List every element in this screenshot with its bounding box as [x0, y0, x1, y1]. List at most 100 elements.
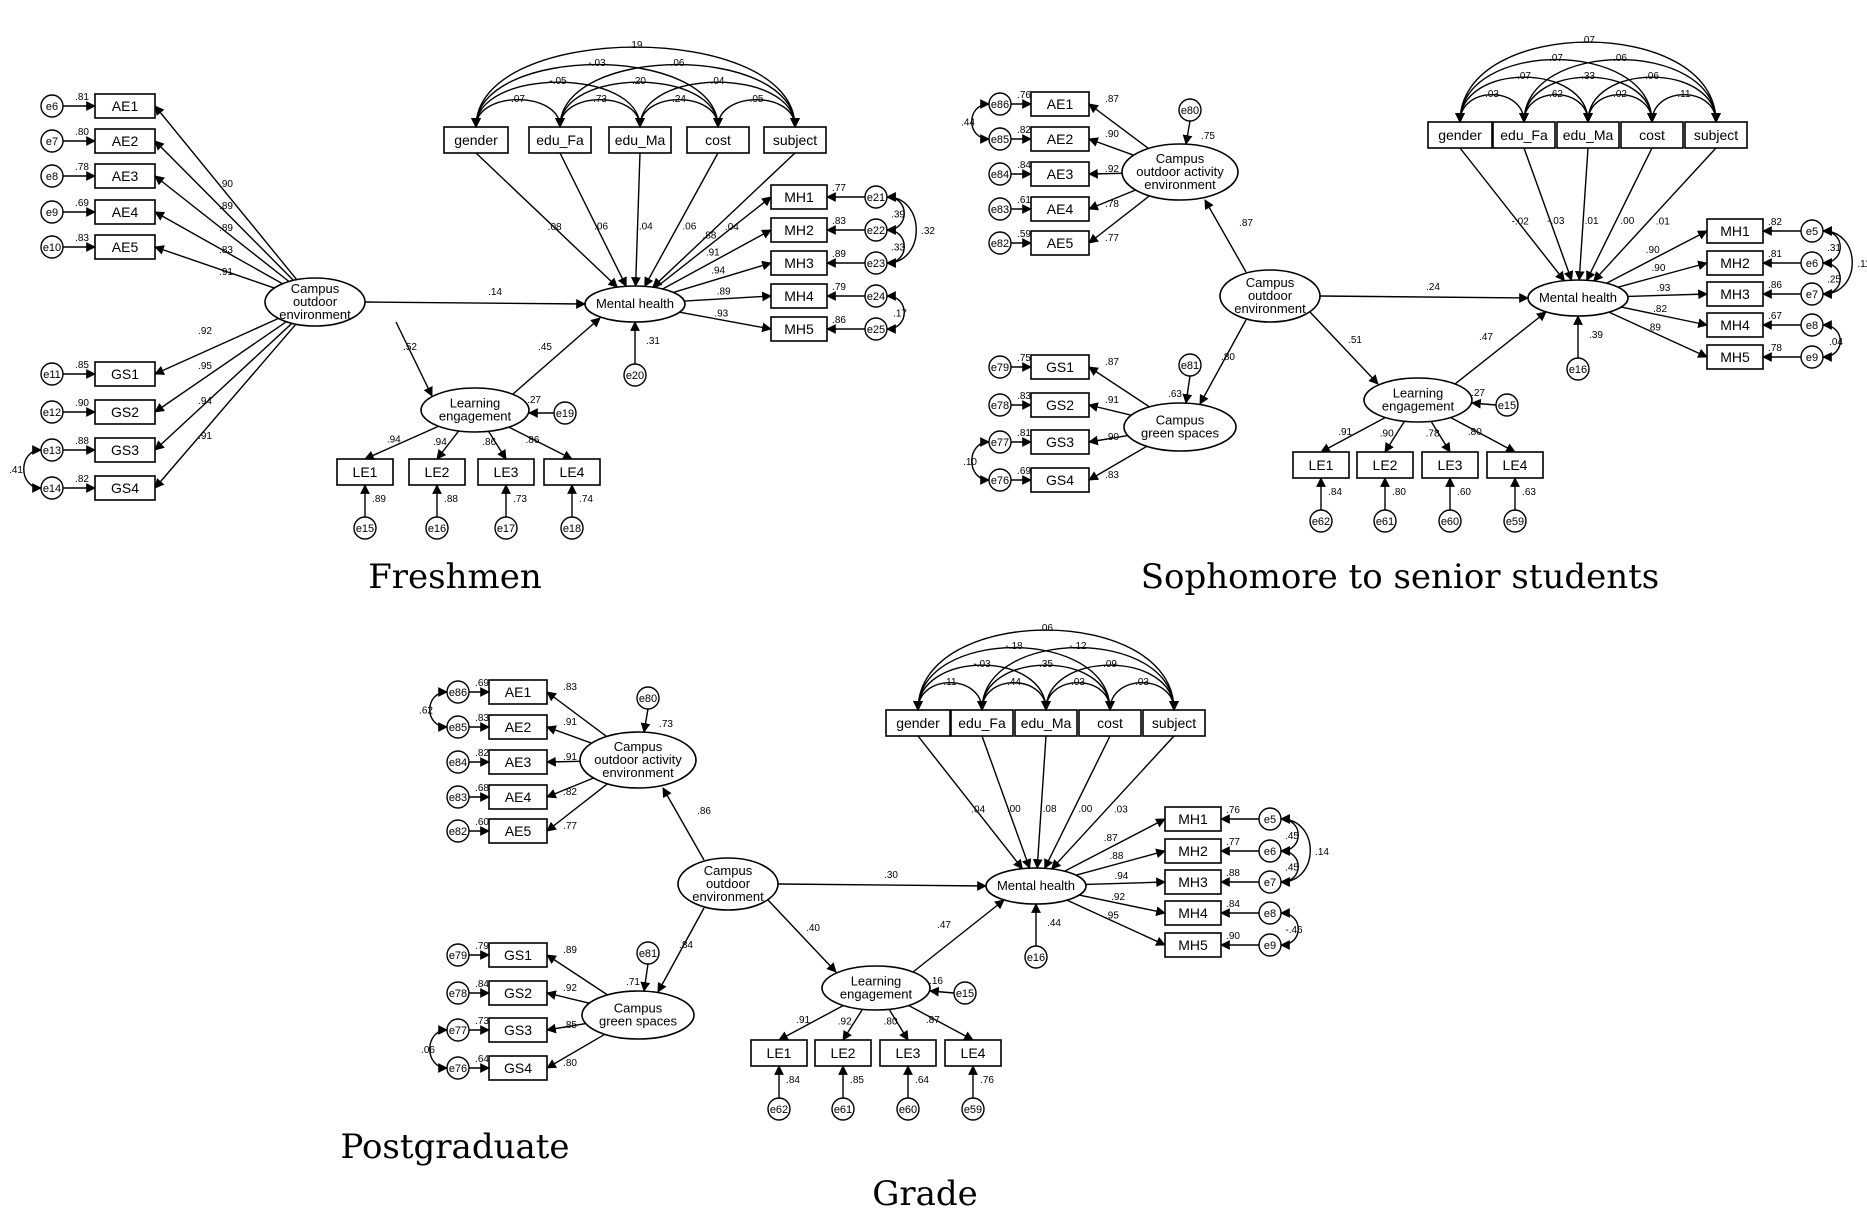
- p3-cov-cost-label: cost: [1097, 715, 1123, 731]
- p1-cov-edu_Fa-box: [528, 126, 592, 154]
- p2-act-dist-path: [1182, 120, 1193, 145]
- p1-ae-3-label: AE4: [112, 204, 139, 220]
- p3-le-load-1: [842, 1008, 864, 1041]
- p2-coef-le-mh: .47: [1479, 332, 1493, 343]
- p1-cov-coef-0: .08: [548, 222, 562, 233]
- p2-ae-load-3: [1088, 189, 1136, 211]
- p2-le-load-3: [1450, 416, 1516, 453]
- p3-mh-load-4: [1066, 899, 1166, 946]
- p1-le-load-coef-0: .94: [387, 435, 401, 446]
- p3-gs-load-3: [546, 1033, 606, 1069]
- p3-mh-2-box: [1164, 869, 1222, 895]
- p2-cov-corr-9: .11: [1677, 89, 1691, 100]
- p1-ae-coef-0: .90: [219, 179, 233, 190]
- p1-cov-arc-7: [555, 99, 645, 128]
- p1-cov-edu_Ma-label: edu_Ma: [615, 132, 666, 148]
- p1-le-2-label: LE3: [494, 464, 519, 480]
- p3-ae-3-box: [488, 784, 548, 810]
- p1-gs-ecov-coef: .41: [9, 465, 23, 476]
- p3-cov-coef-2: .08: [1043, 804, 1057, 815]
- p2-gs-load-3: [1088, 445, 1148, 481]
- p2-coef-outdoor-act: .87: [1239, 218, 1253, 229]
- p3-act-dist-path: [640, 708, 651, 733]
- p2-outdoor-label: environment: [1234, 301, 1306, 316]
- p1-le-r2-1: .88: [444, 494, 458, 505]
- p3-le-load-coef-1: .92: [838, 1017, 852, 1028]
- p1-le-r2-3: .74: [579, 494, 593, 505]
- p3-cov-arc-9: [1105, 682, 1179, 711]
- p2-ae-coef-4: .77: [1105, 233, 1119, 244]
- p3-cov-path-2: [1032, 735, 1047, 869]
- p2-le-load-2: [1430, 420, 1451, 453]
- p3-mh-dist-label: e16: [1027, 952, 1045, 964]
- p2-mh-r2-3: .67: [1768, 311, 1782, 322]
- p2-cov-arc-9: [1647, 94, 1721, 123]
- p3-gs-r2-3: .64: [475, 1054, 489, 1065]
- p2-mh-load-4: [1608, 311, 1708, 358]
- p2-cov-gender-box: [1427, 121, 1493, 149]
- p3-le-err-0-label: e62: [770, 1104, 788, 1116]
- p3-cov-corr-7: .44: [1007, 677, 1021, 688]
- p3-path-outdoor-mh: [777, 881, 987, 891]
- p2-ae-err-3-label: e83: [991, 204, 1009, 216]
- p2-path-outdoor-act: [1204, 199, 1247, 273]
- p1-gs-0-label: GS1: [111, 366, 139, 382]
- p1-ae-r2-3: .69: [75, 198, 89, 209]
- p3-gs-load-2: [546, 1022, 586, 1034]
- p1-le-err-0-label: e15: [356, 523, 374, 535]
- p1-ae-1-label: AE2: [112, 133, 139, 149]
- p1-cov-corr-1: -.03: [588, 58, 606, 69]
- p3-coef-outdoor-green: .84: [679, 940, 693, 951]
- p3-ae-r2-1: .83: [475, 713, 489, 724]
- p3-ae-load-1: [546, 725, 592, 744]
- p3-mh-ecov-coef-3: -.46: [1285, 925, 1303, 936]
- p3-cov-gender-label: gender: [896, 715, 940, 731]
- p1-learning-label: engagement: [439, 409, 512, 424]
- p1-mh-load-4: [679, 311, 772, 333]
- p3-le-0-label: LE1: [767, 1045, 792, 1061]
- p3-cov-arc-8: [1041, 682, 1115, 711]
- p3-cov-corr-1: -.18: [1005, 641, 1023, 652]
- p2-cov-edu_Ma-label: edu_Ma: [1563, 127, 1614, 143]
- p1-gs-coef-1: .95: [198, 361, 212, 372]
- p1-le-load-0: [364, 425, 439, 460]
- p3-mh-load-1: [1075, 848, 1166, 876]
- p1-cov-corr-7: .73: [593, 94, 607, 105]
- p3-ae-coef-3: .82: [563, 787, 577, 798]
- p3-le-r2-2: .64: [915, 1075, 929, 1086]
- p2-mh-load-coef-1: .90: [1652, 263, 1666, 274]
- p3-cov-path-1: [981, 735, 1032, 870]
- p1-mh-r2-4: .86: [832, 315, 846, 326]
- p1-gs-load-2: [154, 322, 293, 451]
- p3-le-2-label: LE3: [896, 1045, 921, 1061]
- p1-mh-r2-0: .77: [832, 183, 846, 194]
- p3-gs-r2-1: .84: [475, 979, 489, 990]
- p2-mh-err-2-label: e7: [1806, 289, 1818, 301]
- p2-cov-edu_Fa-label: edu_Fa: [1500, 127, 1548, 143]
- p3-gs-err-2-label: e77: [449, 1025, 467, 1037]
- p2-gs-r2-1: .83: [1017, 391, 1031, 402]
- p1-ae-coef-4: .91: [219, 267, 233, 278]
- p3-ae-0-label: AE1: [505, 684, 532, 700]
- p1-gs-load-1: [154, 321, 287, 413]
- p2-coef-outdoor-mh: .24: [1426, 282, 1440, 293]
- p3-gs-load-0: [546, 954, 608, 996]
- p1-cov-gender-box: [443, 126, 509, 154]
- p3-green-ellipse: [581, 990, 695, 1040]
- p1-path-outdoor-le: [395, 321, 433, 397]
- p2-le-r2-0: .84: [1328, 487, 1342, 498]
- p2-cov-arc-1: [1455, 59, 1657, 123]
- p2-mh-r2-0: .82: [1768, 217, 1782, 228]
- p2-mh-3-box: [1706, 312, 1764, 338]
- p3-coef-outdoor-le: .40: [806, 923, 820, 934]
- p2-ae-3-box: [1030, 196, 1090, 222]
- p3-le-3-label: LE4: [961, 1045, 986, 1061]
- p2-ae-r2-2: .84: [1017, 160, 1031, 171]
- p3-path-outdoor-le: [767, 899, 837, 973]
- p2-cov-arc-7: [1519, 94, 1593, 123]
- p2-outdoor-label: outdoor: [1248, 288, 1293, 303]
- p2-le-err-1-label: e61: [1376, 516, 1394, 528]
- p2-ae-ecov-coef: .44: [961, 118, 975, 129]
- p1-cov-subject-label: subject: [773, 132, 817, 148]
- p2-activity-label: outdoor activity: [1136, 164, 1224, 179]
